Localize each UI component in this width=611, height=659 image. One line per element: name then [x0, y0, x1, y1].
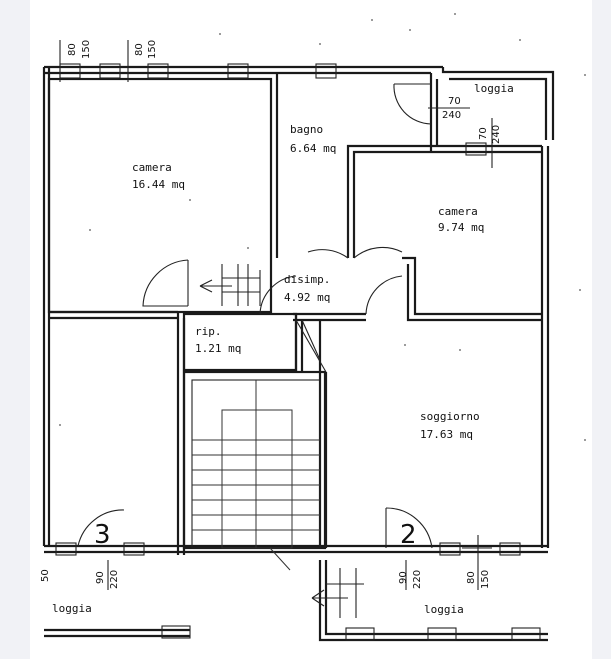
disimp-area: 4.92 mq — [284, 291, 330, 304]
right-margin — [592, 0, 611, 659]
camera-left-area: 16.44 mq — [132, 178, 185, 191]
loggia-top-name: loggia — [474, 82, 514, 95]
bagno-name: bagno — [290, 123, 323, 136]
window-bottom-left-height: 220 — [109, 570, 120, 589]
soggiorno-area: 17.63 mq — [420, 428, 473, 441]
camera-right-area: 9.74 mq — [438, 221, 484, 234]
rip-area: 1.21 mq — [195, 342, 241, 355]
loggia-window-width: 70 — [478, 127, 489, 140]
lower-loggias — [44, 560, 548, 642]
window-top-left-2-width: 80 — [134, 43, 145, 56]
rip-name: rip. — [195, 325, 222, 338]
camera-left-name: camera — [132, 161, 172, 174]
window-top-left-2-height: 150 — [147, 40, 158, 59]
loggia-bottom-right-name: loggia — [424, 603, 464, 616]
window-bottom-mid-width: 90 — [398, 571, 409, 584]
staircase — [191, 379, 321, 571]
window-bottom-left-width: 90 — [95, 571, 106, 584]
exterior-walls — [42, 65, 555, 554]
loggia-window-height: 240 — [491, 125, 502, 144]
loggia-door-width: 70 — [448, 96, 461, 107]
marker-left: 3 — [94, 520, 111, 550]
left-margin — [0, 0, 30, 659]
window-top-left-1-width: 80 — [67, 43, 78, 56]
camera-right-name: camera — [438, 205, 478, 218]
window-bottom-right-width: 80 — [466, 571, 477, 584]
window-bottom-mid-height: 220 — [412, 570, 423, 589]
loggia-door-height: 240 — [442, 110, 461, 121]
bagno-area: 6.64 mq — [290, 142, 336, 155]
marker-right: 2 — [400, 520, 417, 550]
doors — [77, 83, 433, 549]
scan-specks — [59, 13, 586, 441]
disimp-name: disimp. — [284, 273, 330, 286]
window-bottom-right-height: 150 — [480, 570, 491, 589]
window-top-left-1-height: 150 — [81, 40, 92, 59]
windows — [55, 63, 521, 556]
window-edge-fragment: 50 — [40, 569, 51, 582]
dimension-lines — [59, 40, 493, 590]
loggia-bottom-left-name: loggia — [52, 602, 92, 615]
soggiorno-name: soggiorno — [420, 410, 480, 423]
